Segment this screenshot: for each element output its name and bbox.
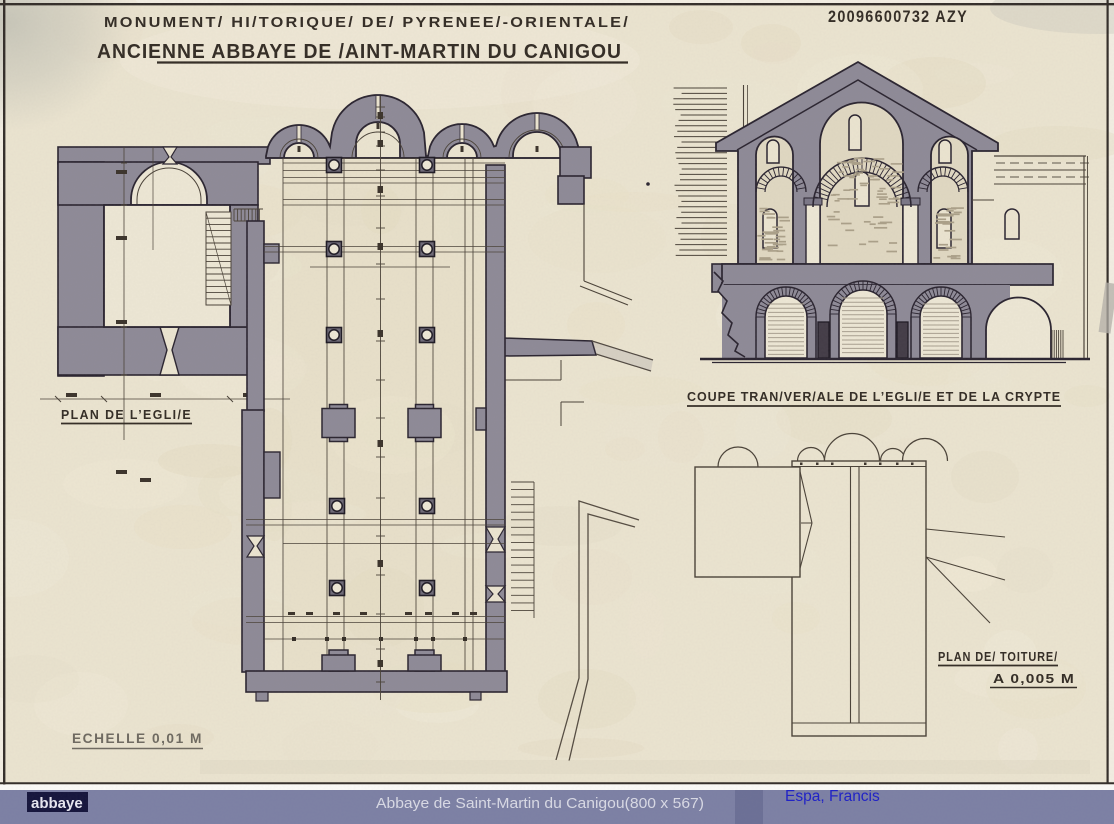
svg-text:abbaye: abbaye bbox=[31, 795, 83, 812]
svg-text:Abbaye de Saint-Martin du Cani: Abbaye de Saint-Martin du Canigou(800 x … bbox=[376, 796, 704, 812]
svg-text:Espa, Francis: Espa, Francis bbox=[785, 788, 880, 805]
